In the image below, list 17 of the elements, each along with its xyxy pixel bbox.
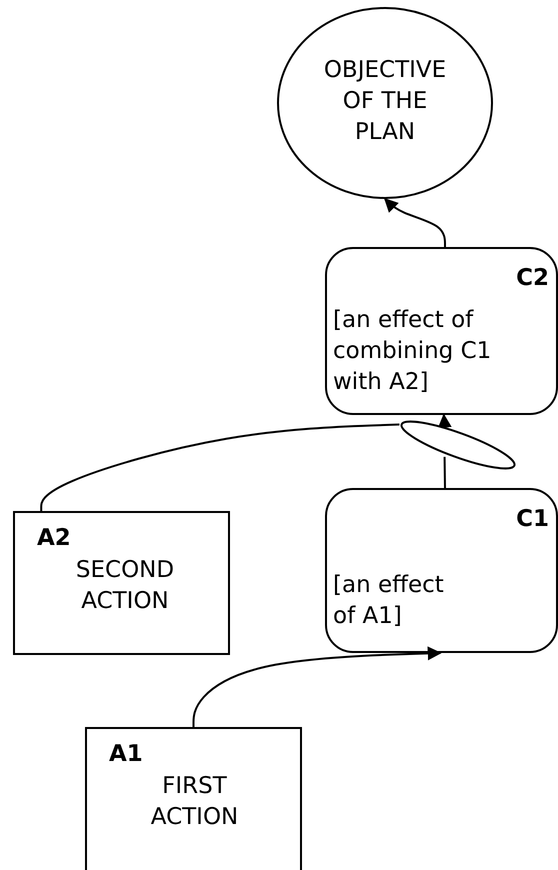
action-box xyxy=(13,511,230,655)
connector-arrow xyxy=(192,646,442,727)
node-text: OBJECTIVE OF THE PLAN xyxy=(322,56,448,147)
rounded-box xyxy=(325,247,558,415)
action-box xyxy=(85,727,302,870)
node-text: [an effect of combining C1 with A2] xyxy=(333,306,492,397)
node-label: A2 xyxy=(37,524,72,553)
node-text: [an effect of A1] xyxy=(333,571,445,631)
connector-arrow xyxy=(384,198,446,247)
connector-arrow xyxy=(438,414,452,430)
node-label: C1 xyxy=(515,505,549,534)
node-text: SECOND ACTION xyxy=(74,556,176,616)
node-label: C2 xyxy=(515,264,549,293)
node-text: FIRST ACTION xyxy=(150,772,240,832)
node-label: A1 xyxy=(109,740,144,769)
objective-ellipse xyxy=(277,7,493,199)
rounded-box xyxy=(325,488,558,653)
